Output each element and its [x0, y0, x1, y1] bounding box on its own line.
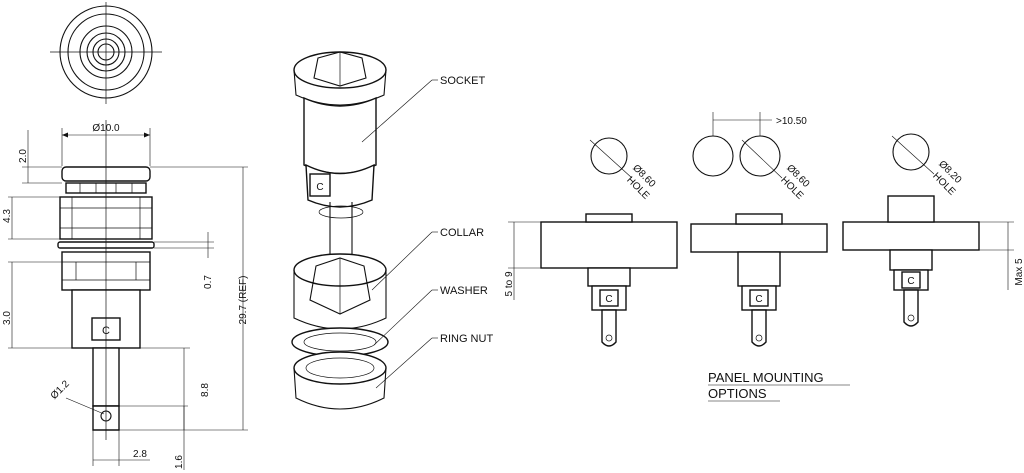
hole-spacing: >10.50	[776, 116, 807, 127]
label-collar: COLLAR	[440, 227, 484, 239]
dim-pin-tip: 1.6	[174, 455, 185, 469]
top-view	[50, 2, 162, 104]
label-ring-nut: RING NUT	[440, 333, 493, 345]
dim-height-top: 2.0	[18, 149, 29, 163]
dim-overall: 29.7 (REF)	[238, 276, 249, 325]
label-washer: WASHER	[440, 285, 488, 297]
panel-max: Max 5	[1014, 258, 1024, 286]
panel-views: C C C 5 to 9 Max 5	[504, 195, 1024, 347]
label-socket: SOCKET	[440, 75, 486, 87]
dim-collar-height: 3.0	[2, 311, 13, 325]
dim-pin-length: 8.8	[200, 383, 211, 397]
dim-pin-diameter: Ø1.2	[49, 378, 72, 401]
dim-height-body: 4.3	[2, 209, 13, 223]
dim-diameter-top: Ø10.0	[92, 123, 120, 134]
opt2-c-mark: C	[755, 294, 762, 305]
opt1-c-mark: C	[605, 294, 612, 305]
mounting-title: PANEL MOUNTING OPTIONS	[708, 370, 850, 402]
exploded-c-mark: C	[316, 182, 323, 193]
dim-washer: 0.7	[203, 275, 214, 289]
mounting-title-line1: PANEL MOUNTING	[708, 370, 824, 385]
hole-patterns: Ø8.60 HOLE >10.50 Ø8.60 HOLE Ø8.20 HOLE	[589, 112, 964, 202]
side-view-dimensions: Ø10.0 2.0 4.3 3.0 0.7 29.7 (REF) 8.8 1.6…	[2, 123, 249, 470]
opt3-c-mark: C	[907, 276, 914, 287]
dim-pin-width: 2.8	[133, 449, 147, 460]
mounting-title-line2: OPTIONS	[708, 386, 767, 401]
exploded-view: C	[291, 51, 389, 410]
panel-range: 5 to 9	[504, 271, 515, 296]
side-view: C	[57, 120, 155, 440]
part-labels: SOCKET COLLAR WASHER RING NUT	[361, 75, 493, 389]
